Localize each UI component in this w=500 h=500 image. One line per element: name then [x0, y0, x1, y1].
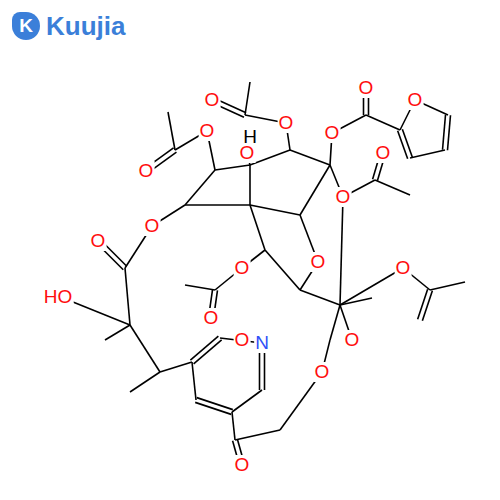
- atom-label: O: [375, 143, 392, 163]
- chemical-bond: [422, 291, 432, 321]
- chemical-bond: [402, 129, 412, 157]
- atom-label: O: [314, 362, 331, 382]
- chemical-bond: [250, 205, 265, 250]
- atom-label: O: [324, 123, 341, 143]
- atom-label: O: [407, 90, 424, 110]
- atom-label: O: [344, 330, 361, 350]
- chemical-bond: [194, 340, 222, 364]
- chemical-bond: [185, 170, 215, 205]
- chemical-bond: [340, 197, 343, 305]
- chemical-bond: [410, 150, 445, 158]
- atom-label: O: [90, 231, 107, 251]
- chemical-bond: [105, 325, 130, 340]
- logo-icon: K: [12, 12, 40, 40]
- atom-label: N: [254, 333, 270, 353]
- atom-label: O: [335, 187, 352, 207]
- chemical-bond: [232, 412, 235, 440]
- chemical-bond: [245, 82, 250, 115]
- atom-label: O: [138, 161, 155, 181]
- chemical-bond: [398, 131, 408, 159]
- chemical-bond: [235, 430, 280, 440]
- logo-text: Kuujia: [46, 11, 125, 41]
- chemical-bond: [232, 390, 262, 412]
- atom-label: O: [234, 455, 251, 475]
- chemical-bond: [168, 112, 175, 150]
- atom-label: O: [234, 330, 251, 350]
- atom-label: O: [204, 90, 221, 110]
- chemical-bond: [265, 250, 300, 290]
- chemical-bond: [185, 285, 215, 290]
- chemical-bond: [375, 180, 410, 195]
- chemical-bond: [185, 204, 250, 206]
- chemical-bond: [192, 362, 196, 400]
- atom-label: O: [144, 216, 161, 236]
- chemical-bond: [366, 115, 400, 130]
- atom-label: O: [199, 121, 216, 141]
- atom-label: O: [310, 252, 327, 272]
- chemical-bond: [250, 205, 300, 215]
- chemical-bond: [340, 268, 403, 305]
- chemical-bond: [160, 362, 192, 372]
- atom-label: O: [358, 78, 375, 98]
- chemical-bond: [300, 290, 340, 305]
- chemical-bond: [300, 165, 330, 215]
- chemical-bond: [197, 398, 233, 410]
- chemical-bond: [195, 402, 231, 414]
- chemical-bond: [330, 305, 340, 340]
- chemical-bond: [443, 115, 446, 150]
- chemical-bond: [130, 372, 160, 392]
- atom-label: O: [203, 308, 220, 328]
- chemical-bond: [418, 289, 428, 319]
- atom-label: O: [239, 143, 256, 163]
- chemical-bond: [447, 115, 450, 150]
- atom-label: HO: [43, 287, 74, 307]
- chemical-bond: [249, 165, 251, 205]
- chemical-bond: [430, 282, 465, 290]
- chemical-bond: [250, 150, 290, 165]
- chemical-bond: [130, 325, 160, 372]
- atom-label: O: [278, 113, 295, 133]
- chemical-bond: [125, 268, 130, 325]
- chemical-bond: [190, 336, 218, 360]
- chemical-bond: [68, 300, 130, 325]
- atom-label: O: [395, 258, 412, 278]
- chemical-bond: [290, 150, 330, 165]
- atom-label: O: [234, 258, 251, 278]
- chemical-bond: [215, 165, 250, 170]
